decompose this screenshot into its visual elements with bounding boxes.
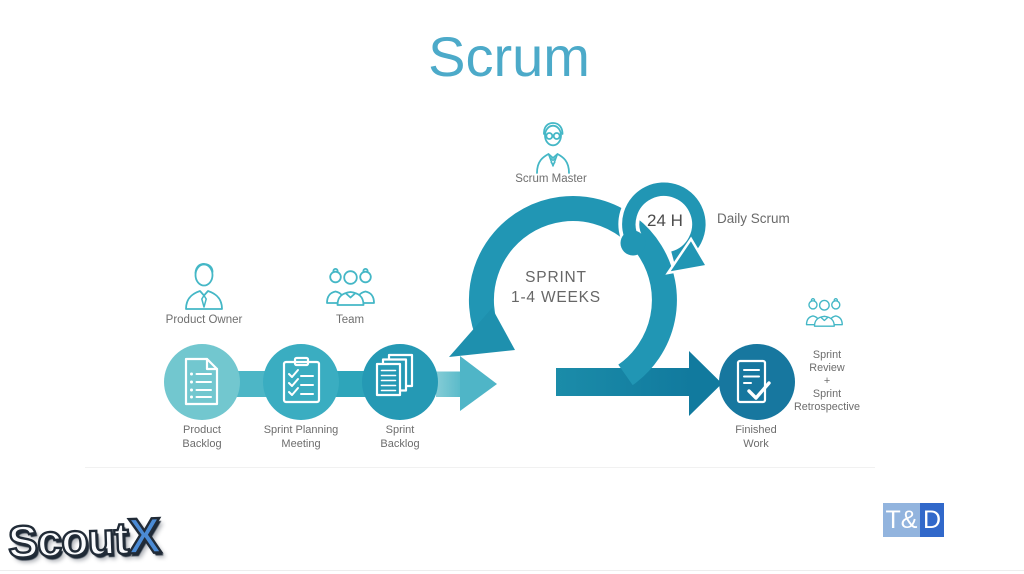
td-logo-left: T& xyxy=(883,503,920,537)
label-line: Sprint xyxy=(385,424,415,436)
scrum-master-icon xyxy=(536,122,570,174)
scrum-master-label: Scrum Master xyxy=(515,173,587,185)
label-line: Review xyxy=(809,362,845,374)
label-line: Backlog xyxy=(380,437,420,450)
label-line: Sprint xyxy=(812,388,842,400)
team-icon xyxy=(326,267,375,306)
label-line: + xyxy=(823,375,831,387)
sprint-planning-label: Sprint Planning Meeting xyxy=(264,424,339,451)
product-owner-label: Product Owner xyxy=(165,314,243,326)
label-line: Retrospective xyxy=(793,401,861,413)
divider-line xyxy=(0,570,1024,571)
connector-bar-1 xyxy=(232,371,270,397)
sprint-loop-arrow xyxy=(449,196,677,386)
doc-check-icon xyxy=(736,359,771,404)
td-logo: T& D xyxy=(883,503,944,537)
finished-work-label: Finished Work xyxy=(735,424,777,451)
label-line: Product xyxy=(183,424,221,436)
scoutx-logo: ScoutX xyxy=(6,506,163,569)
page-title: Scrum xyxy=(428,25,590,88)
product-owner-icon xyxy=(185,263,223,310)
clipboard-icon xyxy=(282,356,321,404)
label-line: Meeting xyxy=(281,437,321,450)
scoutx-logo-x: X xyxy=(126,506,163,565)
connector-bar-2 xyxy=(331,371,369,397)
label-line: Finished xyxy=(735,424,777,436)
label-line: Sprint xyxy=(812,349,842,361)
td-logo-right: D xyxy=(920,503,944,537)
sprint-review-label: Sprint Review + Sprint Retrospective xyxy=(794,349,860,414)
daily-scrum-loop-arrow xyxy=(618,178,710,275)
review-team-icon xyxy=(805,298,843,327)
output-arrow xyxy=(556,351,722,416)
input-arrow xyxy=(436,356,497,411)
product-backlog-label: Product Backlog xyxy=(182,424,221,451)
label-line: Work xyxy=(743,437,769,450)
label-line: Backlog xyxy=(182,437,222,450)
backlog-list-icon xyxy=(184,357,219,406)
daily-scrum-label: Daily Scrum xyxy=(717,211,790,226)
sprint-line: SPRINT xyxy=(525,269,587,286)
sprint-backlog-label: Sprint Backlog xyxy=(380,424,419,451)
team-label: Team xyxy=(335,314,365,326)
finished-work-circle xyxy=(719,344,795,420)
sprint-planning-circle xyxy=(263,344,339,420)
daily-duration-label: 24 H xyxy=(647,211,683,230)
label-line: Sprint Planning xyxy=(263,424,339,436)
sprint-line: 1-4 WEEKS xyxy=(511,288,601,306)
divider-line xyxy=(85,467,875,468)
stacked-docs-icon xyxy=(375,353,414,397)
sprint-duration-label: SPRINT 1-4 WEEKS xyxy=(511,268,601,307)
scoutx-logo-text: Scout xyxy=(6,511,130,569)
